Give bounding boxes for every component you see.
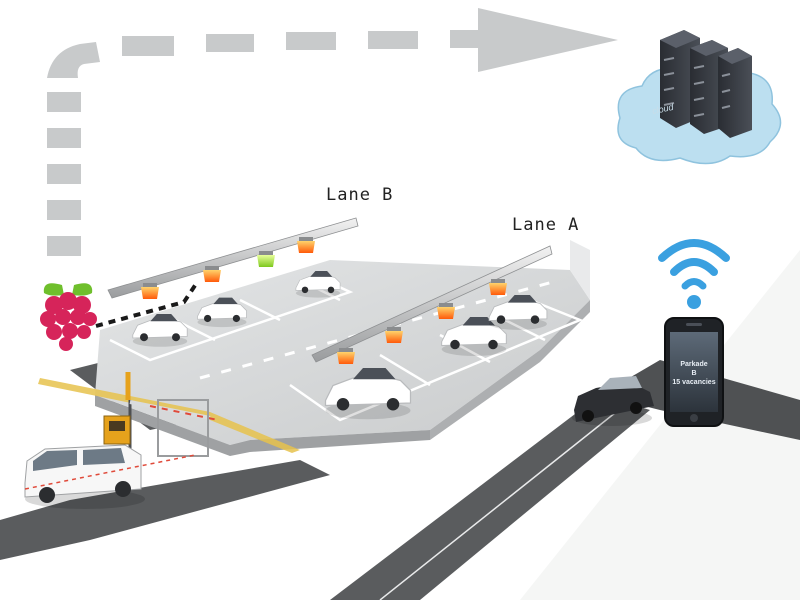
phone-line-2: B (691, 370, 697, 377)
entrance-gate (38, 372, 300, 457)
raspberry-pi-icon (40, 283, 97, 351)
phone-screen-text: Parkade B 15 vacancies (670, 360, 718, 387)
smartphone (664, 317, 724, 427)
lane-a-label: Lane A (512, 215, 580, 235)
server-rack-3 (718, 48, 752, 138)
lane-b-light-1 (141, 283, 159, 299)
lane-b-label: Lane B (326, 185, 394, 205)
sedan-car (572, 376, 654, 426)
phone-line-1: Parkade (680, 361, 708, 368)
phone-line-3: 15 vacancies (672, 379, 716, 386)
lane-b-sensor-bar (107, 217, 359, 299)
pi-link-dashed (95, 282, 198, 328)
wifi-icon (658, 239, 730, 309)
entering-van (24, 444, 196, 509)
cloud-server (617, 30, 782, 165)
lane-a-sensor-bar (311, 245, 553, 364)
data-flow-arrow (47, 8, 618, 256)
background-beam (520, 250, 800, 600)
lane-b-light-green (257, 251, 275, 267)
